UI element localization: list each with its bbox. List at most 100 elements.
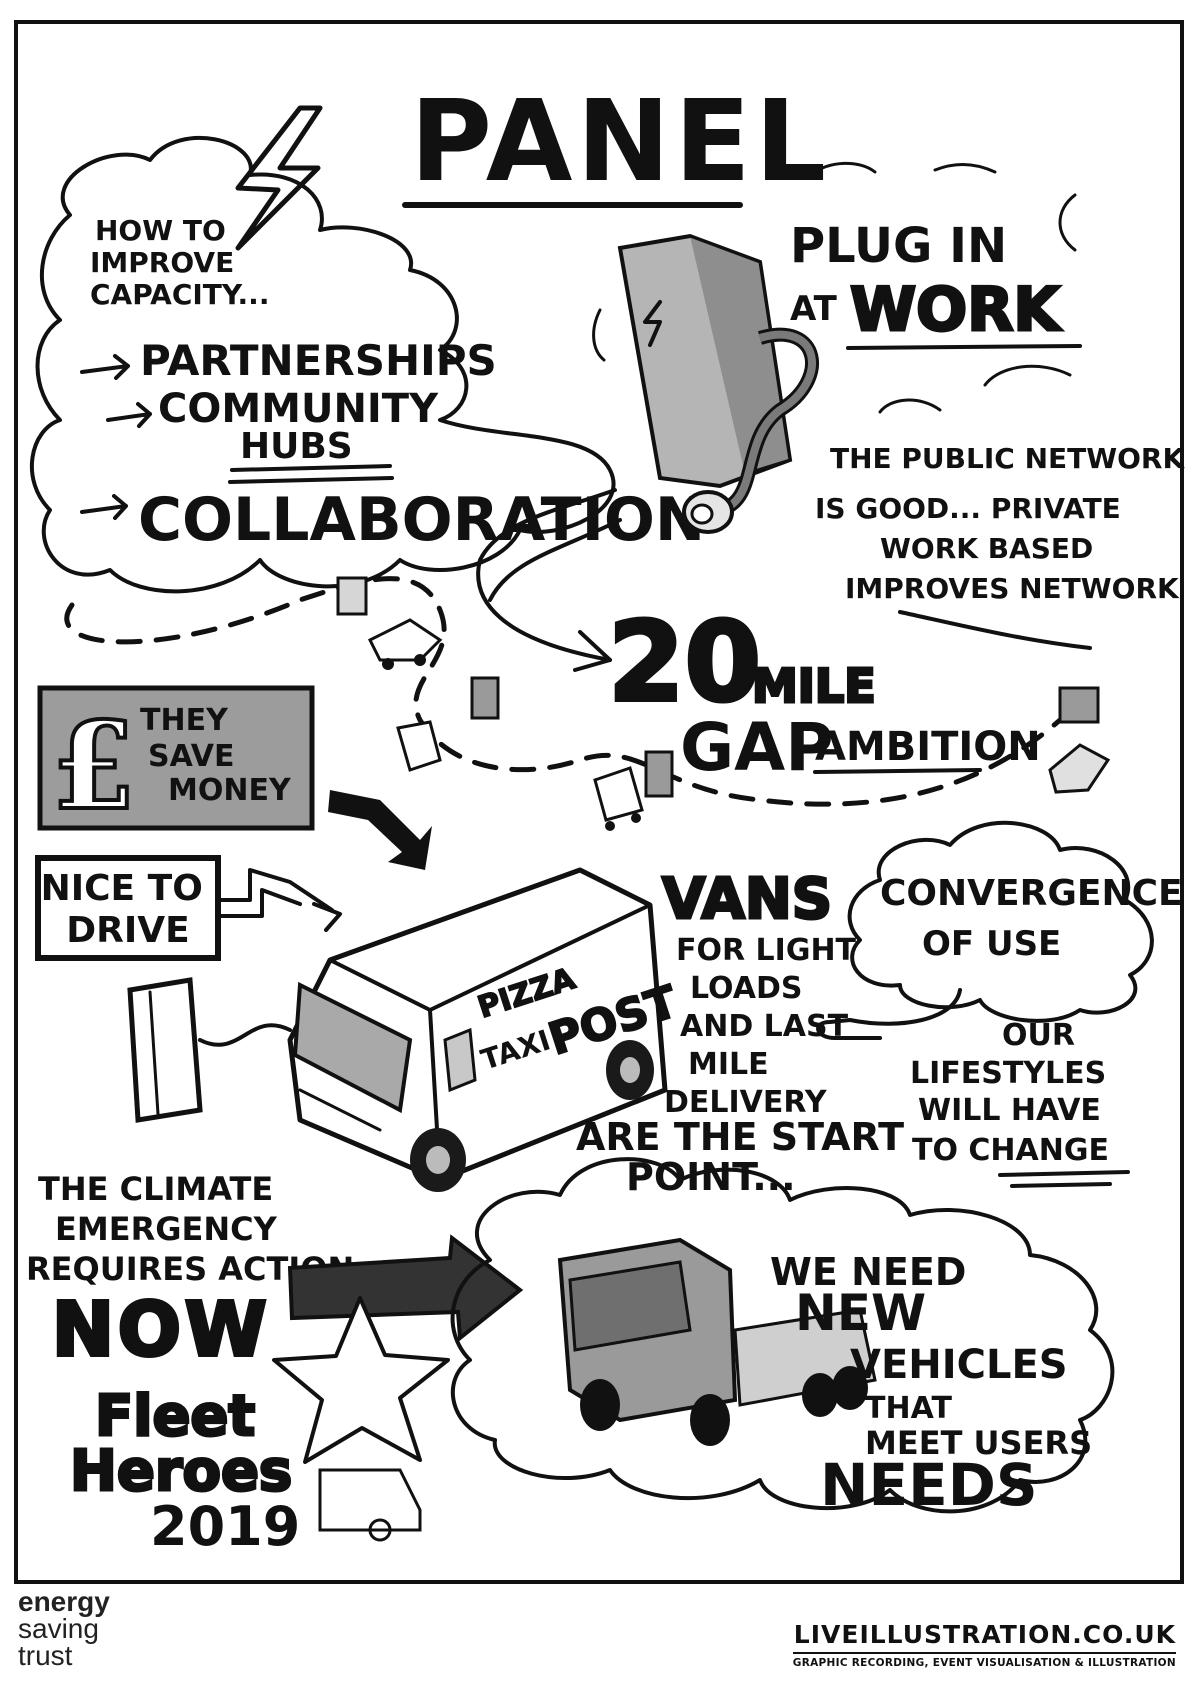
arrow-icon: [80, 494, 128, 520]
arrow-icon: [106, 402, 152, 428]
save-money-line: MONEY: [168, 773, 292, 808]
new-vehicles-line: NEEDS: [820, 1451, 1038, 1519]
arrow-icon: [287, 1234, 524, 1342]
capacity-heading: HOW TO IMPROVE CAPACITY...: [90, 214, 269, 311]
arrow-icon: [216, 868, 342, 932]
capacity-cloud: [29, 135, 616, 594]
vans-line: FOR LIGHT: [676, 933, 857, 968]
nice-drive-line: NICE TO: [41, 868, 203, 909]
save-money-line: SAVE: [148, 739, 235, 774]
plugin-line1: PLUG IN: [790, 218, 1007, 274]
climate-now: NOW: [52, 1287, 270, 1373]
capacity-item: COLLABORATION: [138, 485, 705, 555]
energy-saving-trust-logo: energy saving trust: [18, 1586, 158, 1671]
arc-decoration: [933, 162, 997, 174]
new-vehicles-text: WE NEED NEW VEHICLES THAT MEET USERS NEE…: [770, 1250, 1105, 1519]
vans-line: LOADS: [690, 971, 802, 1006]
car-icon: [1048, 743, 1111, 794]
car-icon: [396, 720, 442, 772]
public-network-line: IS GOOD... PRIVATE: [815, 492, 1121, 525]
convergence-line: OF USE: [922, 924, 1061, 964]
charger-icon: [1058, 686, 1100, 724]
mile-gap-line1: MILE: [752, 659, 876, 713]
climate-line: THE CLIMATE: [38, 1170, 273, 1208]
logo-line: energy: [18, 1586, 110, 1617]
nice-drive-box: [35, 855, 221, 961]
truck-icon: [557, 1237, 877, 1446]
capacity-item: HUBS: [240, 426, 353, 467]
fleet-heroes-line: Heroes: [70, 1439, 292, 1504]
new-vehicles-cloud: [450, 1157, 1115, 1514]
plugin-line2a: AT: [790, 289, 838, 329]
lifestyles-line: OUR: [1002, 1018, 1075, 1053]
mile-gap-line2a: GAP: [680, 709, 834, 786]
frame-border: [14, 20, 1184, 1584]
vans-line: ARE THE START: [576, 1115, 904, 1159]
charger-icon: [127, 977, 292, 1123]
charger-icon: [470, 676, 500, 720]
lifestyles-line: LIFESTYLES: [910, 1056, 1106, 1091]
network-underline: [898, 610, 1092, 650]
convergence-cloud: [847, 820, 1154, 1023]
page-title: PANEL: [410, 77, 830, 207]
work-underline: [846, 344, 1082, 350]
vans-line: MILE: [688, 1047, 769, 1082]
arc-decoration: [1058, 193, 1077, 252]
mile-gap-number: 20: [608, 598, 761, 726]
pointing-hand-icon: [816, 988, 962, 1040]
footer-tagline: GRAPHIC RECORDING, EVENT VISUALISATION &…: [792, 1652, 1176, 1669]
capacity-item: COMMUNITY: [158, 386, 439, 432]
arc-decoration: [878, 398, 942, 414]
save-money-box: [37, 685, 315, 831]
public-network-text: THE PUBLIC NETWORK IS GOOD... PRIVATE WO…: [815, 442, 1194, 605]
charger-icon: [617, 233, 819, 534]
capacity-heading-line: CAPACITY...: [90, 278, 269, 311]
pound-icon: £: [52, 696, 136, 837]
public-network-line: WORK BASED: [880, 532, 1093, 565]
climate-line: EMERGENCY: [55, 1210, 278, 1248]
new-vehicles-line: MEET USERS: [865, 1424, 1092, 1462]
new-vehicles-line: WE NEED: [770, 1250, 966, 1294]
logo-line: saving: [18, 1613, 99, 1644]
save-money-text: THEY SAVE MONEY: [140, 703, 292, 808]
star-icon: [272, 1296, 450, 1464]
car-icon: [367, 618, 443, 670]
save-money-line: THEY: [140, 703, 229, 738]
change-underline: [998, 1170, 1130, 1188]
new-vehicles-line: THAT: [865, 1391, 952, 1426]
nice-drive-line: DRIVE: [66, 910, 189, 951]
convergence-line-of: OF USE: [922, 924, 1061, 964]
fleet-heroes-line: 2019: [150, 1495, 300, 1558]
van-icon: [593, 766, 644, 831]
lifestyles-line: WILL HAVE: [918, 1093, 1101, 1128]
mile-gap-line2b: AMBITION: [815, 724, 1041, 770]
capacity-heading-line: HOW TO: [95, 214, 226, 247]
arrow-icon: [80, 354, 130, 380]
convergence-line: CONVERGENCE: [880, 873, 1183, 914]
logo-line: trust: [18, 1640, 73, 1671]
van-icon: [287, 867, 668, 1192]
nice-drive-text: NICE TO DRIVE: [41, 868, 216, 951]
public-network-line: THE PUBLIC NETWORK: [830, 442, 1185, 475]
arc-decoration: [592, 308, 606, 362]
arrow-icon: [328, 790, 432, 870]
footer-site-link[interactable]: LIVEILLUSTRATION.CO.UK: [793, 1620, 1176, 1649]
route-dashed-line: [64, 576, 1063, 807]
curved-arrow-icon: [476, 488, 622, 672]
public-network-line: IMPROVES NETWORK: [845, 572, 1180, 605]
lifestyles-line: TO CHANGE: [912, 1133, 1109, 1168]
car-icon: [318, 1468, 422, 1542]
capacity-item: PARTNERSHIPS: [140, 336, 497, 385]
footer-credit: LIVEILLUSTRATION.CO.UK GRAPHIC RECORDING…: [792, 1620, 1176, 1669]
vans-line: AND LAST: [680, 1009, 849, 1044]
arc-decoration: [983, 364, 1072, 387]
hubs-underline: [228, 464, 394, 484]
fleet-heroes-line: Fleet: [95, 1384, 255, 1449]
vans-line: DELIVERY: [664, 1085, 828, 1120]
new-vehicles-line: NEW: [795, 1284, 926, 1342]
ambition-underline: [813, 768, 982, 774]
new-vehicles-line: VEHICLES: [850, 1342, 1068, 1388]
charger-icon: [336, 576, 368, 616]
lifestyles-text: OUR LIFESTYLES WILL HAVE TO CHANGE: [910, 1018, 1117, 1168]
